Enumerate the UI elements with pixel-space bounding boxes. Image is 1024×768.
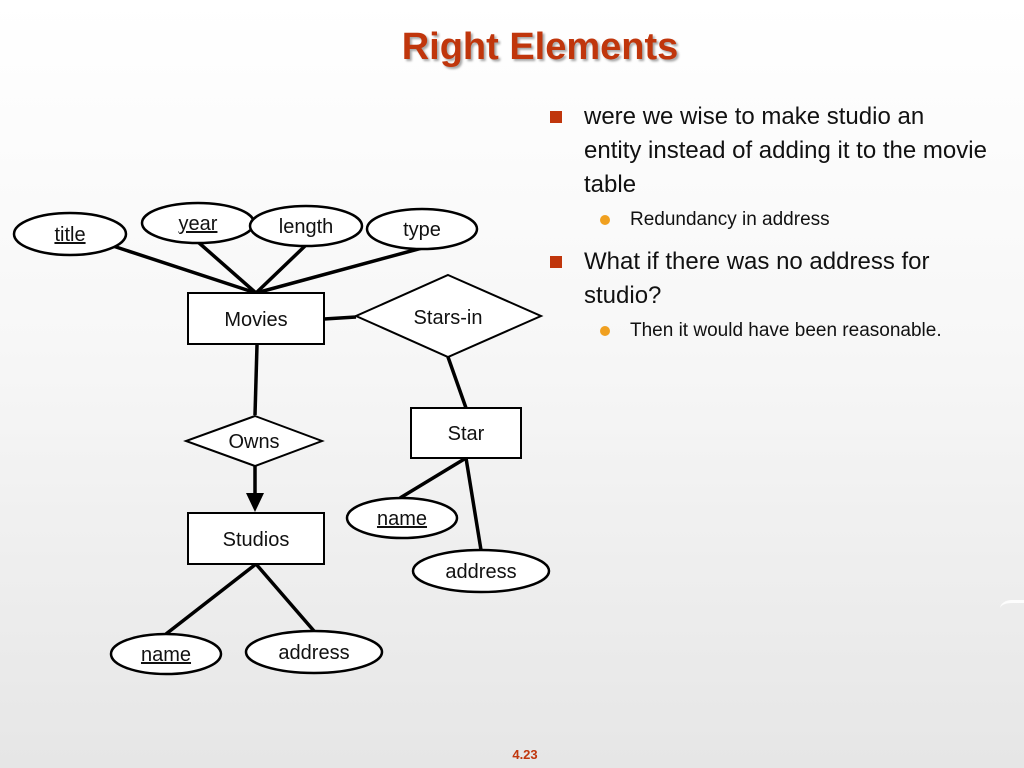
attr-studios-address: address xyxy=(278,642,349,664)
attr-length: length xyxy=(279,216,334,238)
edge-star-address xyxy=(464,457,483,551)
edge-star-name xyxy=(399,456,467,500)
square-bullet-icon xyxy=(550,256,562,268)
attr-star-name: name xyxy=(377,508,427,530)
edge-title-movies xyxy=(112,244,257,295)
sub-bullet-text: Redundancy in address xyxy=(630,209,830,230)
attr-length-shape xyxy=(248,204,364,248)
sub-bullet-item: Then it would have been reasonable. xyxy=(548,317,988,344)
bullet-list: were we wise to make studio an entity in… xyxy=(548,100,988,356)
entity-movies-shape xyxy=(187,292,325,345)
entity-star-shape xyxy=(410,407,522,459)
square-bullet-icon xyxy=(550,111,562,123)
attr-type: type xyxy=(403,219,441,241)
edge-length-movies xyxy=(254,244,307,295)
dot-bullet-icon xyxy=(600,215,610,225)
attr-type-shape xyxy=(365,207,479,251)
bullet-text: were we wise to make studio an entity in… xyxy=(584,103,987,198)
slide-title: Right Elements xyxy=(401,26,679,68)
attr-title: title xyxy=(54,224,85,246)
bullet-item: What if there was no address for studio? xyxy=(548,245,988,313)
rel-stars-in: Stars-in xyxy=(414,307,483,329)
rel-owns-shape xyxy=(183,414,325,468)
dot-bullet-icon xyxy=(600,326,610,336)
attr-studios-address-shape xyxy=(244,629,384,675)
entity-studios-shape xyxy=(187,512,325,565)
page-number: 4.23 xyxy=(512,747,538,762)
attr-star-address: address xyxy=(445,561,516,583)
rel-owns: Owns xyxy=(228,431,279,453)
edge-type-movies xyxy=(255,246,423,295)
decorative-swoosh xyxy=(1000,600,1024,617)
entity-star: Star xyxy=(448,423,485,445)
attr-title-shape xyxy=(12,211,128,257)
entity-movies: Movies xyxy=(224,309,287,331)
edge-movies-owns xyxy=(253,344,259,416)
edge-starsin-star xyxy=(446,356,468,409)
edge-year-movies xyxy=(196,240,258,295)
attr-year: year xyxy=(179,213,218,235)
edge-movies-starsin xyxy=(323,315,357,321)
attr-studios-name-shape xyxy=(109,632,223,676)
attr-star-name-shape xyxy=(345,496,459,540)
sub-bullet-item: Redundancy in address xyxy=(548,206,988,233)
edge-studios-name xyxy=(164,562,258,636)
rel-stars-in-shape xyxy=(353,273,544,359)
arrowhead-owns-studios xyxy=(246,493,264,512)
attr-star-address-shape xyxy=(411,548,551,594)
bullet-text: What if there was no address for studio? xyxy=(584,248,930,309)
edge-studios-address xyxy=(254,562,316,633)
attr-studios-name: name xyxy=(141,644,191,666)
entity-studios: Studios xyxy=(223,529,290,551)
bullet-item: were we wise to make studio an entity in… xyxy=(548,100,988,202)
sub-bullet-text: Then it would have been reasonable. xyxy=(630,320,942,341)
